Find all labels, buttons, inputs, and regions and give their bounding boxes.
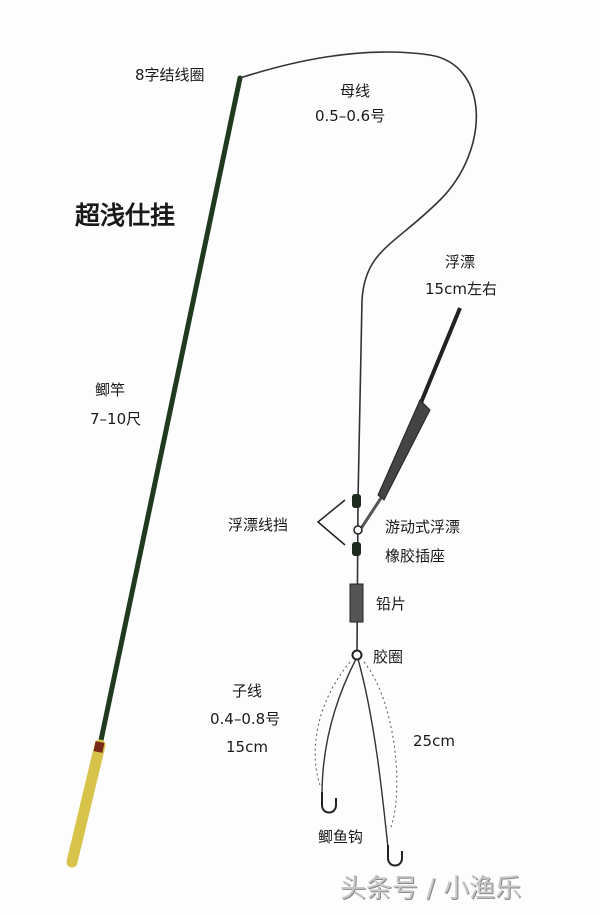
leader-short (321, 658, 357, 796)
leader-long-length: 25cm (413, 732, 455, 750)
float-stopper-top (352, 494, 361, 508)
float-stopper-label: 浮漂线挡 (228, 516, 289, 534)
handle-band (93, 741, 105, 753)
rod-label: 鲫竿 (95, 381, 126, 399)
rubber-seat-label: 橡胶插座 (385, 547, 446, 565)
leader-long (357, 658, 389, 849)
sliding-float-label: 游动式浮漂 (385, 518, 461, 536)
rubber-ring-label: 胶圈 (373, 648, 404, 666)
main-line (239, 51, 478, 656)
hook-short (321, 792, 337, 814)
page-title: 超浅仕挂 (75, 201, 176, 230)
rod-length: 7–10尺 (90, 410, 142, 428)
stopper-bracket (316, 499, 346, 546)
knot-label: 8字结线圈 (135, 66, 205, 84)
float-label: 浮漂 (445, 253, 476, 271)
float-body (377, 399, 431, 501)
leader-short-dotted (314, 661, 351, 786)
rod-handle (66, 739, 106, 868)
watermark: 头条号 / 小渔乐 (340, 874, 522, 904)
sinker-label: 铅片 (376, 595, 407, 613)
rubber-ring (351, 649, 363, 661)
hook-label: 鲫鱼钩 (318, 828, 364, 846)
leader-size: 0.4–0.8号 (210, 710, 281, 728)
leader-long-dotted (363, 661, 398, 831)
float-seat-ring (353, 525, 363, 535)
float-stopper-bottom (352, 542, 361, 556)
rod (97, 75, 243, 748)
hook-long (387, 845, 403, 867)
main-line-size: 0.5–0.6号 (315, 107, 386, 125)
float-stem (358, 497, 383, 531)
float-tip (418, 307, 462, 406)
main-line-label: 母线 (340, 82, 371, 100)
sinker (349, 583, 364, 623)
leader-label: 子线 (232, 682, 263, 700)
leader-short-length: 15cm (226, 738, 268, 756)
float-size: 15cm左右 (425, 280, 497, 298)
